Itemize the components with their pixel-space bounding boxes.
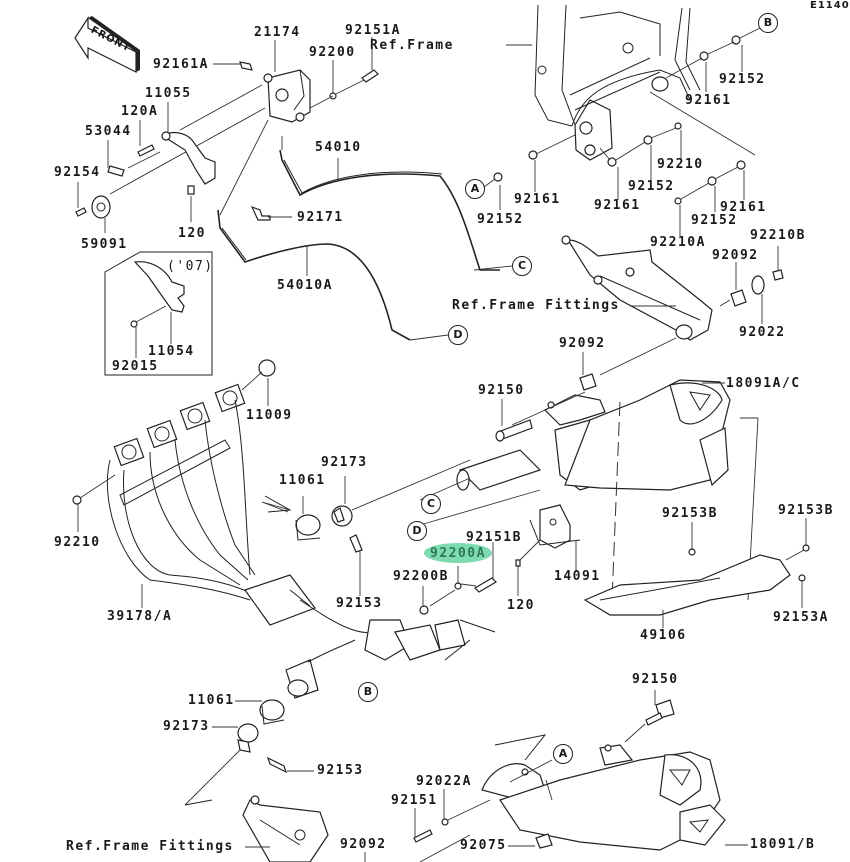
muffler-upper <box>419 379 759 601</box>
part-label-92152-b[interactable]: 92152 <box>719 72 766 87</box>
part-label-92210B[interactable]: 92210B <box>750 228 806 243</box>
part-label-92161-b[interactable]: 92161 <box>685 93 732 108</box>
part-label-11054[interactable]: 11054 <box>148 344 195 359</box>
part-label-92161-a[interactable]: 92161 <box>514 192 561 207</box>
part-label-11061-top[interactable]: 11061 <box>279 473 326 488</box>
part-label-14091[interactable]: 14091 <box>554 569 601 584</box>
part-label-92150-bottom[interactable]: 92150 <box>632 672 679 687</box>
part-label-92151A[interactable]: 92151A <box>345 23 401 38</box>
label-leaders <box>77 37 807 862</box>
variant-2007-inset <box>104 251 213 376</box>
part-label-49106[interactable]: 49106 <box>640 628 687 643</box>
part-label-92022A[interactable]: 92022A <box>416 774 472 789</box>
part-label-92210A[interactable]: 92210A <box>650 235 706 250</box>
part-label-92153B-left[interactable]: 92153B <box>662 506 718 521</box>
part-label-92152-mid[interactable]: 92152 <box>628 179 675 194</box>
part-label-120A[interactable]: 120A <box>121 104 159 119</box>
connector-b-lower: B <box>358 682 378 702</box>
gasket-clamp-lower <box>184 699 288 806</box>
part-label-92092-mid[interactable]: 92092 <box>559 336 606 351</box>
part-label-21174[interactable]: 21174 <box>254 25 301 40</box>
part-highlight-marker <box>424 543 492 563</box>
throttle-cables <box>217 149 513 341</box>
part-label-92171[interactable]: 92171 <box>297 210 344 225</box>
frame-fitting-lower <box>242 795 329 862</box>
part-label-92152-r[interactable]: 92152 <box>691 213 738 228</box>
part-label-53044[interactable]: 53044 <box>85 124 132 139</box>
part-label-11009[interactable]: 11009 <box>246 408 293 423</box>
exhaust-header-pipes <box>72 359 496 699</box>
part-label-18091B[interactable]: 18091/B <box>750 837 816 852</box>
part-label-92161-mid[interactable]: 92161 <box>594 198 641 213</box>
connector-c-upper: C <box>512 256 532 276</box>
part-label-92152-a[interactable]: 92152 <box>477 212 524 227</box>
ref-frame-fittings-lower-label: Ref.Frame Fittings <box>66 839 234 854</box>
ref-frame-fittings-upper-label: Ref.Frame Fittings <box>452 298 620 313</box>
part-label-92154[interactable]: 92154 <box>54 165 101 180</box>
part-label-54010[interactable]: 54010 <box>315 140 362 155</box>
muffler-lower <box>413 699 726 862</box>
part-label-92092-top[interactable]: 92092 <box>712 248 759 263</box>
connector-d-lower: D <box>407 521 427 541</box>
part-label-92210-left[interactable]: 92210 <box>54 535 101 550</box>
part-label-92150-top[interactable]: 92150 <box>478 383 525 398</box>
frame-fitting-upper <box>561 235 784 391</box>
part-label-92153A[interactable]: 92153A <box>773 610 829 625</box>
part-label-92161A[interactable]: 92161A <box>153 57 209 72</box>
part-label-92151[interactable]: 92151 <box>391 793 438 808</box>
part-label-11061-bottom[interactable]: 11061 <box>188 693 235 708</box>
part-label-39178A[interactable]: 39178/A <box>107 609 173 624</box>
part-label-92200A[interactable]: 92200A <box>430 546 486 561</box>
part-label-11055[interactable]: 11055 <box>145 86 192 101</box>
part-label-92161-r[interactable]: 92161 <box>720 200 767 215</box>
front-arrow-icon <box>74 15 140 73</box>
exhaust-valve-actuator <box>75 61 379 219</box>
heat-shield <box>583 544 810 616</box>
part-label-92210[interactable]: 92210 <box>657 157 704 172</box>
part-label-92151B[interactable]: 92151B <box>466 530 522 545</box>
connector-d-upper: D <box>448 325 468 345</box>
connector-a-upper: A <box>465 179 485 199</box>
connector-c-lower: C <box>421 494 441 514</box>
part-label-120-top[interactable]: 120 <box>178 226 206 241</box>
gasket-clamp-upper <box>295 459 471 553</box>
variant-2007-note: ('07) <box>167 259 214 274</box>
part-label-92153-top[interactable]: 92153 <box>336 596 383 611</box>
part-label-92022[interactable]: 92022 <box>739 325 786 340</box>
part-label-92153B-right[interactable]: 92153B <box>778 503 834 518</box>
part-label-92200B[interactable]: 92200B <box>393 569 449 584</box>
frame-section <box>483 4 761 205</box>
part-label-92015[interactable]: 92015 <box>112 359 159 374</box>
diagram-code: E1140 <box>810 0 850 11</box>
part-label-92075[interactable]: 92075 <box>460 838 507 853</box>
part-label-92173-top[interactable]: 92173 <box>321 455 368 470</box>
ref-frame-label: Ref.Frame <box>370 38 454 53</box>
part-label-92092-bottom[interactable]: 92092 <box>340 837 387 852</box>
part-label-92200[interactable]: 92200 <box>309 45 356 60</box>
part-label-18091AC[interactable]: 18091A/C <box>726 376 801 391</box>
connector-a-lower: A <box>553 744 573 764</box>
part-label-120-mid[interactable]: 120 <box>507 598 535 613</box>
part-label-92153-bottom[interactable]: 92153 <box>317 763 364 778</box>
part-label-92173-bottom[interactable]: 92173 <box>163 719 210 734</box>
part-label-59091[interactable]: 59091 <box>81 237 128 252</box>
connector-b-upper: B <box>758 13 778 33</box>
muffler-bracket <box>419 504 581 615</box>
part-label-54010A[interactable]: 54010A <box>277 278 333 293</box>
